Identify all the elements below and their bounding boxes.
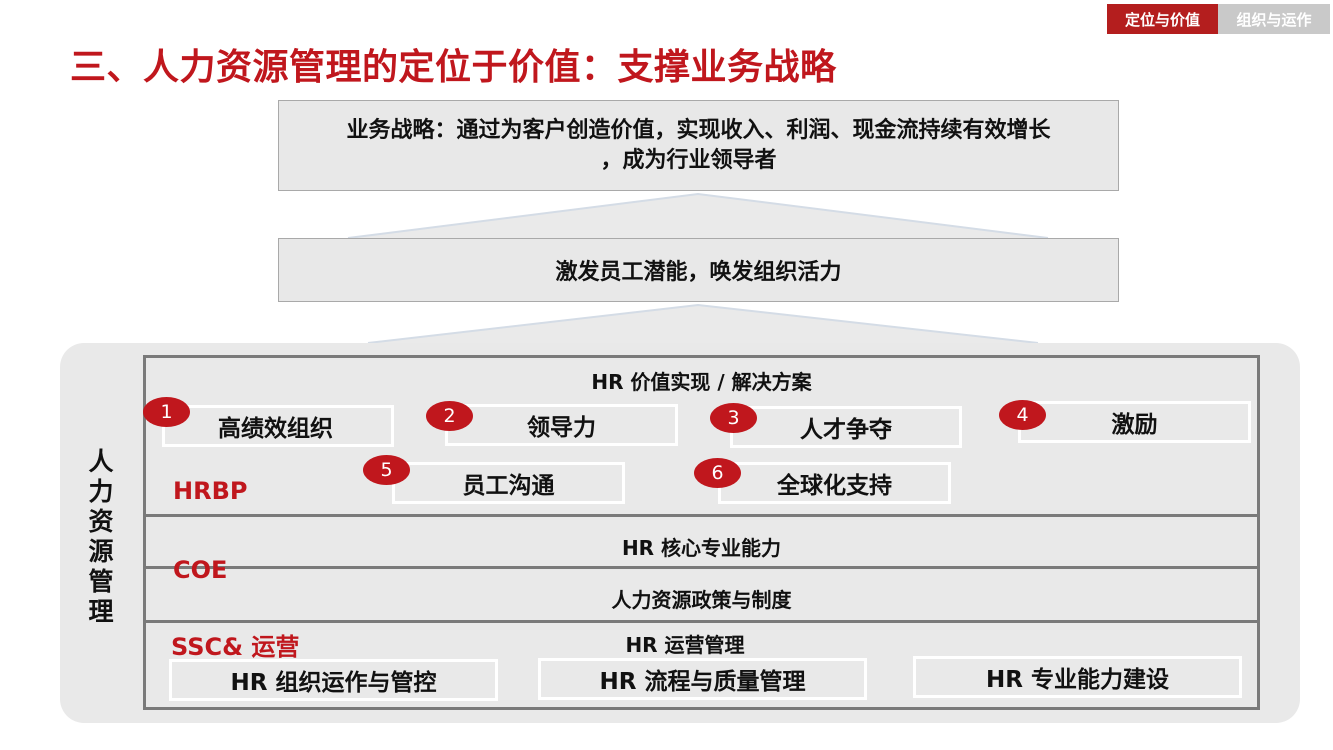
divider-core <box>143 566 1260 569</box>
connector-chevron-lower <box>367 303 1039 344</box>
badge-number-6: 6 <box>694 458 741 488</box>
divider-hrbp <box>143 514 1260 517</box>
solution-talent-competition: 人才争夺 <box>730 406 962 448</box>
solution-global-support: 全球化支持 <box>718 462 951 504</box>
ops-label: HR 专业能力建设 <box>986 667 1169 693</box>
hr-inner-frame <box>143 355 1260 710</box>
solution-label: 全球化支持 <box>777 473 892 499</box>
badge-number-5: 5 <box>363 455 410 485</box>
badge-number-1: 1 <box>143 397 190 427</box>
tab-organization-operation[interactable]: 组织与运作 <box>1218 4 1330 34</box>
badge-number-2: 2 <box>426 401 473 431</box>
operations-title: HR 运营管理 <box>625 633 745 657</box>
policy-system-title: 人力资源政策与制度 <box>611 588 792 612</box>
core-capability-title: HR 核心专业能力 <box>621 536 782 560</box>
hr-management-side-label: 人力资源管理 <box>88 447 114 626</box>
ops-label: HR 组织运作与管控 <box>230 670 437 696</box>
strategy-line-1: 业务战略：通过为客户创造价值，实现收入、利润、现金流持续有效增长 <box>346 117 1051 143</box>
role-coe: COE <box>173 556 228 584</box>
solution-label: 人才争夺 <box>800 417 892 443</box>
business-strategy-box: 业务战略：通过为客户创造价值，实现收入、利润、现金流持续有效增长 ，成为行业领导… <box>278 100 1119 191</box>
solutions-title: HR 价值实现 / 解决方案 <box>591 370 812 394</box>
ops-label: HR 流程与质量管理 <box>599 669 806 695</box>
activate-text: 激发员工潜能，唤发组织活力 <box>555 260 842 285</box>
role-ssc-operations: SSC& 运营 <box>171 633 300 661</box>
badge-number-4: 4 <box>999 400 1046 430</box>
solution-incentive: 激励 <box>1018 401 1251 443</box>
activate-potential-box: 激发员工潜能，唤发组织活力 <box>278 238 1119 302</box>
ops-process-quality: HR 流程与质量管理 <box>538 658 867 700</box>
tab-positioning-value[interactable]: 定位与价值 <box>1107 4 1218 34</box>
solution-label: 领导力 <box>527 415 596 441</box>
ops-org-governance: HR 组织运作与管控 <box>169 659 498 701</box>
solution-label: 高绩效组织 <box>218 416 333 442</box>
ops-professional-capability: HR 专业能力建设 <box>913 656 1242 698</box>
solution-label: 员工沟通 <box>462 473 555 499</box>
solution-leadership: 领导力 <box>445 404 678 446</box>
solution-employee-communication: 员工沟通 <box>392 462 625 504</box>
page-title: 三、人力资源管理的定位于价值：支撑业务战略 <box>70 47 837 88</box>
badge-number-3: 3 <box>710 403 757 433</box>
connector-chevron-upper <box>347 192 1049 239</box>
solution-label: 激励 <box>1111 412 1158 438</box>
divider-policy <box>143 620 1260 623</box>
role-hrbp: HRBP <box>173 477 248 505</box>
solution-high-performance-org: 高绩效组织 <box>162 405 394 447</box>
strategy-line-2: ，成为行业领导者 <box>600 147 777 173</box>
